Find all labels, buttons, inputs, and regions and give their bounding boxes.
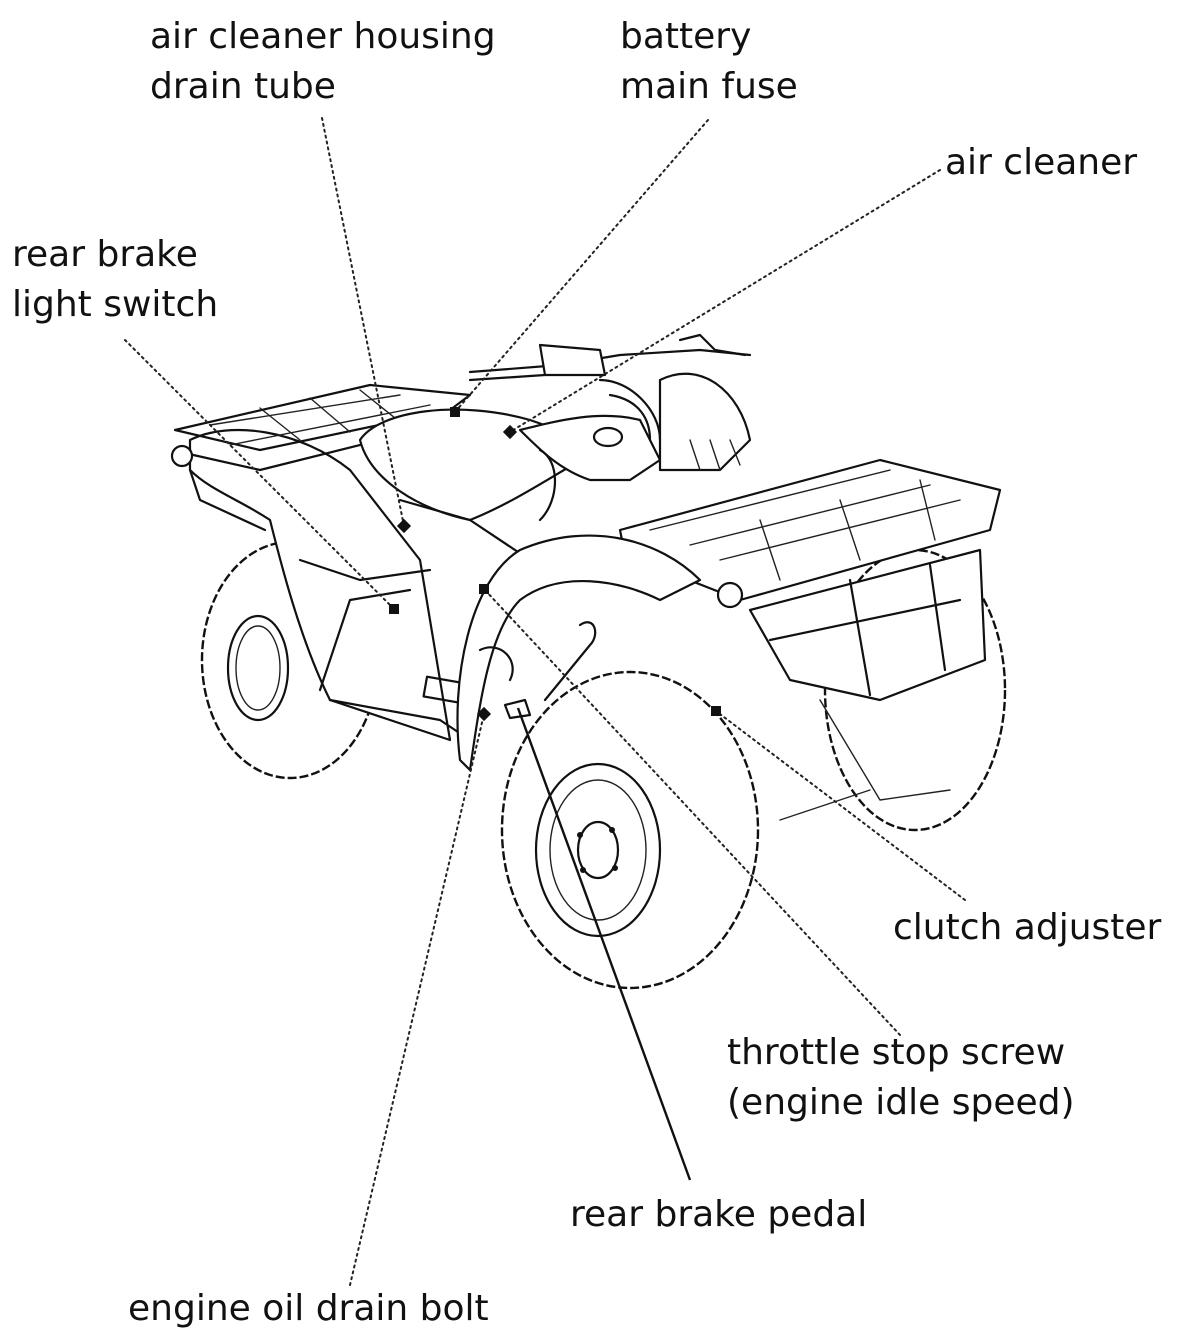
label-battery-main-fuse: battery main fuse	[620, 16, 798, 107]
seat-and-tank	[358, 408, 662, 582]
leader-rear-brake-light-switch	[124, 339, 395, 610]
front-near-fender	[456, 534, 702, 772]
front-near-wheel	[500, 670, 760, 990]
marker-throttle-stop-screw	[479, 584, 489, 594]
leader-throttle-stop-screw	[483, 588, 901, 1036]
rear-rack	[170, 383, 472, 472]
marker-brake-light-switch	[389, 604, 399, 614]
handlebars	[468, 333, 752, 442]
label-air-cleaner-housing-drain-tube: air cleaner housing drain tube	[150, 16, 496, 107]
leader-battery-main-fuse	[454, 119, 709, 413]
marker-oil-drain-bolt	[476, 706, 492, 722]
label-engine-oil-drain-bolt: engine oil drain bolt	[128, 1288, 489, 1329]
leader-engine-oil-drain-bolt	[349, 713, 485, 1286]
marker-clutch-adjuster	[711, 706, 721, 716]
front-cowl	[658, 372, 752, 472]
leader-lines	[124, 117, 966, 1286]
front-bumper	[748, 548, 987, 821]
label-rear-brake-pedal: rear brake pedal	[570, 1194, 868, 1235]
label-throttle-stop-screw: throttle stop screw (engine idle speed)	[727, 1032, 1075, 1123]
marker-drain-tube	[396, 518, 412, 534]
marker-air-cleaner	[502, 424, 518, 440]
atv-rear-body	[188, 428, 472, 742]
brake-pedal-linkage	[503, 698, 692, 1181]
label-rear-brake-light-switch: rear brake light switch	[12, 234, 219, 325]
label-clutch-adjuster: clutch adjuster	[893, 907, 1162, 948]
marker-battery	[450, 407, 460, 417]
point-markers	[389, 407, 721, 722]
leader-air-cleaner	[509, 169, 941, 433]
leader-clutch-adjuster	[715, 710, 966, 901]
label-air-cleaner: air cleaner	[945, 142, 1138, 183]
